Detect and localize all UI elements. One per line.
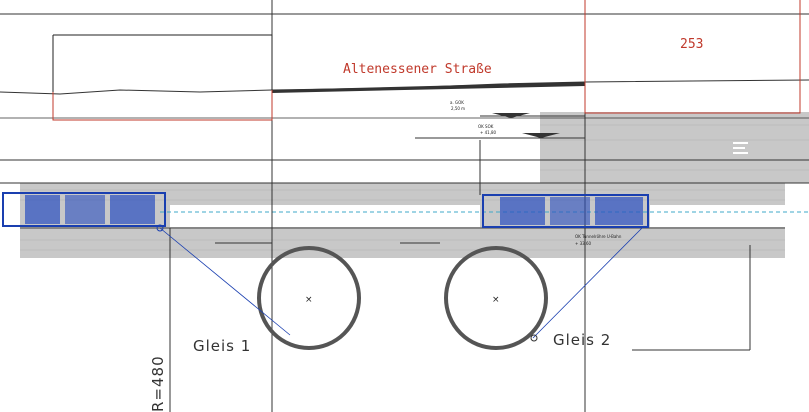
tunnel-top-value: + 33,60 [575, 241, 592, 246]
train-right [482, 194, 649, 228]
track-top-label: OK SOK [478, 124, 494, 129]
tunnel-top-label: OK Tunnelröhre U-Bahn [575, 234, 622, 239]
tunnel-opening [650, 205, 785, 227]
parcel-number: 253 [680, 37, 703, 52]
property-outline-left [52, 35, 273, 121]
tunnel-tube-2 [444, 246, 548, 350]
track-top-value: + 41,80 [480, 130, 497, 135]
building-hatch [540, 112, 809, 183]
svg-text:×: × [492, 295, 500, 305]
svg-text:×: × [305, 295, 313, 305]
street-name-label: Altenessener Straße [343, 62, 492, 77]
tunnel-opening [170, 205, 480, 227]
property-outline-right [584, 0, 801, 114]
tunnel-tube-1 [257, 246, 361, 350]
radius-label: R=480 [149, 355, 167, 412]
track-label-1: Gleis 1 [193, 337, 251, 355]
ground-level-value: 2,50 m [451, 106, 465, 111]
train-left [2, 192, 166, 227]
street-surface [272, 82, 585, 93]
ground-level-label: a. GOK [450, 100, 464, 105]
track-label-2: Gleis 2 [553, 331, 611, 349]
